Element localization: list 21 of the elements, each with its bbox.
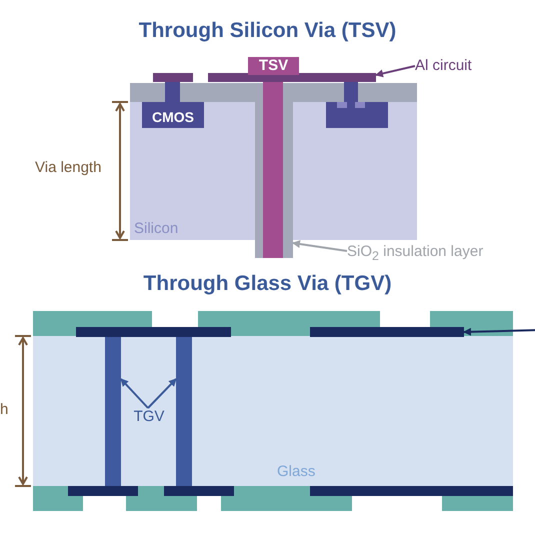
callout-label: SiO$_{2}$ insulation layer (347, 243, 507, 261)
leader-line (375, 65, 416, 78)
via-length-label: Via length (35, 159, 102, 176)
leader-line (292, 240, 348, 252)
leader-line (120, 378, 149, 409)
glass-via (176, 337, 192, 486)
metal-trace (310, 327, 464, 337)
dimension-label: h (0, 401, 8, 418)
glass-via (105, 337, 121, 486)
arrow (463, 328, 535, 336)
callout-label: Al circuit (415, 57, 515, 75)
region-label: Glass (277, 463, 316, 480)
diagram-title: Through Silicon Via (TSV) (138, 19, 398, 43)
cmos-block: CMOS (142, 102, 204, 128)
region-label: Silicon (134, 220, 178, 237)
al-circuit-bar (208, 73, 376, 82)
section-title: Through Glass Via (TGV) (142, 272, 393, 296)
callout-label: TGV (133, 408, 165, 425)
leader-line (147, 378, 177, 409)
via-pad: TSV (248, 57, 299, 75)
insulated-via (255, 102, 293, 258)
